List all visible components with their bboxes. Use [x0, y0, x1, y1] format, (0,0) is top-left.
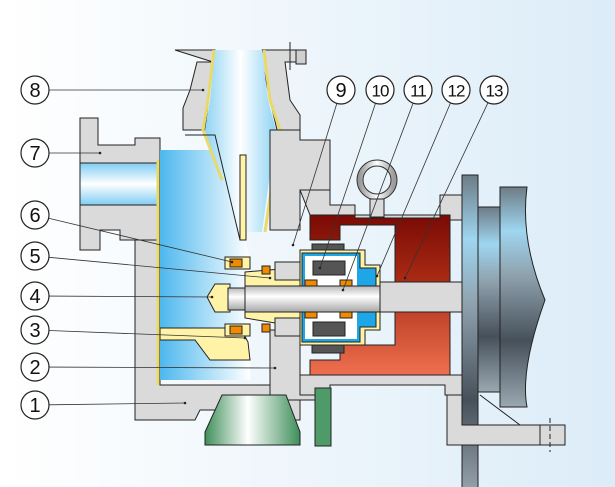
leader-dot-3: [243, 336, 247, 340]
callout-12: 12: [441, 75, 471, 105]
front-bearing-top: [229, 258, 243, 268]
callout-circle: [20, 352, 50, 382]
callout-number: 4: [29, 286, 40, 308]
leader-line-3: [48, 330, 246, 339]
casing-fluid: [160, 150, 250, 380]
leader-line-9: [292, 103, 338, 246]
motor-bracket-top: [299, 189, 463, 221]
front-bearing-bottom: [229, 325, 243, 335]
callout-number: 5: [29, 246, 40, 268]
leader-dot-2: [273, 366, 277, 370]
suction-pipe: [79, 162, 161, 206]
callout-number: 8: [29, 80, 40, 102]
callout-circle: [20, 390, 50, 420]
leader-line-12: [376, 102, 451, 277]
leader-dot-9: [291, 243, 295, 247]
motor-foot-bolt: [539, 424, 566, 446]
callout-circle: [441, 75, 471, 105]
callout-1: 1: [20, 390, 50, 420]
callout-circle: [326, 75, 356, 105]
leader-dot-4: [210, 295, 214, 299]
callout-3: 3: [20, 315, 50, 345]
callout-8: 8: [20, 75, 50, 105]
leader-dot-8: [201, 88, 205, 92]
leader-line-1: [48, 402, 186, 406]
callout-number: 1: [29, 395, 40, 417]
callout-13: 13: [479, 75, 509, 105]
callout-number: 3: [29, 320, 40, 342]
leader-line-6: [48, 217, 233, 263]
callout-circle: [365, 75, 395, 105]
callout-number: 7: [29, 143, 40, 165]
leader-dot-5: [268, 276, 272, 280]
callout-number: 12: [448, 82, 465, 101]
volute-tongue: [239, 154, 247, 241]
base-support: [314, 387, 332, 447]
leader-dot-12: [375, 274, 379, 278]
leader-line-2: [48, 366, 276, 369]
eye-bolt-stem: [369, 198, 385, 218]
leader-dot-13: [403, 276, 407, 280]
callout-circle: [20, 200, 50, 230]
outer-magnet-bottom: [311, 344, 345, 354]
motor-adapter: [477, 206, 501, 393]
inner-magnet-top: [312, 260, 346, 276]
callout-circle: [20, 75, 50, 105]
callout-number: 10: [372, 82, 389, 101]
callout-6: 6: [20, 200, 50, 230]
flange-bolt: [295, 49, 307, 65]
callout-circle: [20, 241, 50, 271]
base-pedestal: [204, 394, 301, 446]
callout-2: 2: [20, 352, 50, 382]
callout-number: 2: [29, 357, 40, 379]
callout-number: 6: [29, 205, 40, 227]
leader-line-10: [319, 103, 376, 269]
leader-line-13: [404, 102, 489, 279]
eye-bolt: [357, 160, 397, 200]
discharge-pipe: [205, 50, 276, 232]
motor-body: [499, 186, 546, 408]
callout-circle: [479, 75, 509, 105]
motor-shaft: [379, 281, 463, 313]
pump-shaft: [244, 285, 381, 313]
leader-dot-7: [98, 151, 102, 155]
leader-dot-1: [183, 401, 187, 405]
leader-dot-6: [230, 260, 234, 264]
callout-4: 4: [20, 281, 50, 311]
callout-7: 7: [20, 138, 50, 168]
callout-circle: [20, 281, 50, 311]
leader-line-4: [48, 295, 213, 298]
leader-dot-10: [318, 266, 322, 270]
callout-number: 11: [410, 82, 426, 101]
callout-circle: [20, 315, 50, 345]
leader-dot-11: [341, 288, 345, 292]
callout-11: 11: [403, 75, 433, 105]
callout-number: 9: [335, 80, 346, 102]
leader-line-5: [48, 256, 271, 279]
callout-circle: [403, 75, 433, 105]
callout-9: 9: [326, 75, 356, 105]
callout-number: 13: [486, 82, 503, 101]
inner-magnet-bottom: [312, 321, 346, 337]
leader-line-11: [342, 102, 414, 291]
callout-5: 5: [20, 241, 50, 271]
callout-circle: [20, 138, 50, 168]
callout-10: 10: [365, 75, 395, 105]
pump-body: [79, 42, 566, 487]
leader-lines: [48, 88, 489, 406]
